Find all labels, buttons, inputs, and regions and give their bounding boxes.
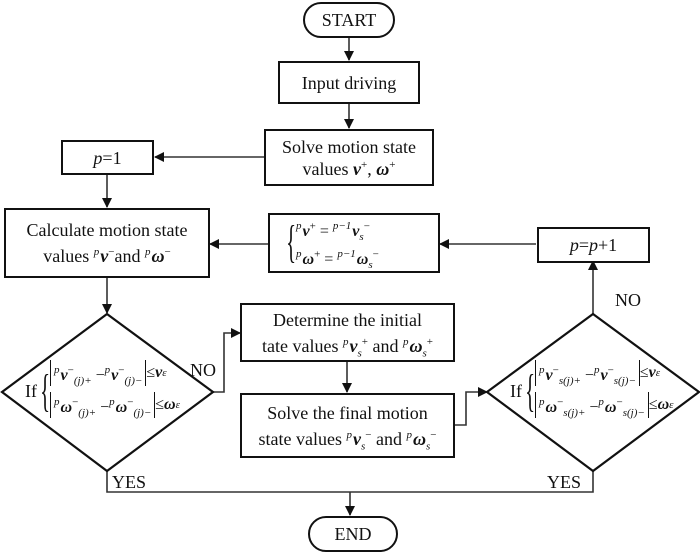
label-yes-left: YES (112, 472, 147, 492)
update-brace: { (286, 216, 297, 267)
calculate-box: Calculate motion state values pv−and pω− (4, 208, 210, 278)
solve-initial-box: Solve motion state values v+, ω+ (264, 129, 434, 186)
update-row-w: pω+ = p−1ωs− (296, 248, 379, 272)
determine-line1: Determine the initial (273, 309, 422, 330)
start-label: START (321, 10, 377, 30)
decision-right-brace: { (525, 365, 536, 416)
determine-box: Determine the initial tate values pvs+ a… (240, 303, 455, 362)
line-yes-left (106, 471, 594, 493)
solve-final-line1: Solve the final motion (267, 402, 428, 423)
decision-right-if: If (510, 381, 522, 401)
p-init-label: p=1 (93, 147, 122, 168)
end-terminal: END (308, 516, 398, 552)
label-yes-right: YES (547, 472, 582, 492)
input-driving-label: Input driving (301, 72, 397, 93)
p-increment-label: p=p+1 (569, 235, 618, 255)
solve-final-box: Solve the final motion state values pvs−… (240, 393, 455, 458)
solve-initial-line1: Solve motion state (282, 136, 416, 157)
decision-left-if: If (25, 381, 37, 401)
arrow-solvefinal-to-decision-right (455, 387, 488, 426)
input-driving-box: Input driving (278, 61, 420, 104)
calculate-line1: Calculate motion state (26, 220, 188, 240)
calculate-line2: values pv−and pω− (43, 246, 171, 266)
end-label: END (334, 524, 372, 544)
decision-right-diamond (485, 312, 700, 473)
solve-final-line2: state values pvs− and pωs− (258, 428, 437, 453)
label-no-right: NO (615, 290, 641, 310)
label-no-left: NO (190, 360, 216, 380)
decision-left-diamond (0, 312, 215, 473)
arrow-no-to-determine (213, 328, 241, 393)
p-increment-box: p=p+1 (537, 227, 650, 263)
update-box: { pv+ = p−1vs− pω+ = p−1ωs− (268, 213, 440, 273)
start-terminal: START (303, 2, 395, 38)
decision-left-brace: { (40, 365, 51, 416)
solve-initial-line2: values v+, ω+ (302, 158, 396, 179)
update-row-v: pv+ = p−1vs− (296, 220, 370, 244)
p-init-box: p=1 (61, 140, 154, 175)
determine-line2: tate values pvs+ and pωs+ (262, 335, 433, 360)
